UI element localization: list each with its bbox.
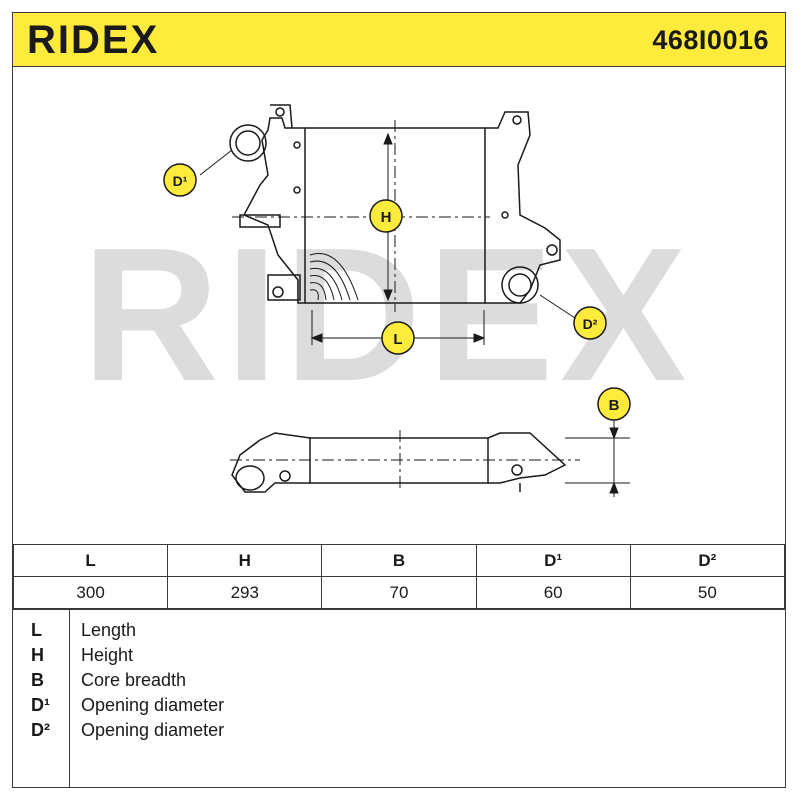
header-b: B [321, 544, 477, 577]
legend-text: Opening diameter [81, 720, 225, 740]
header-d2: D² [629, 544, 786, 577]
value-d2: 50 [629, 576, 786, 609]
value-b: 70 [321, 576, 477, 609]
legend-row: D² Opening diameter [13, 720, 785, 745]
legend-row: L Length [13, 620, 785, 645]
legend-key: H [31, 645, 44, 665]
legend-key: L [31, 620, 42, 640]
dimensions-value-row: 300 293 70 60 50 [12, 576, 786, 609]
legend-row: D¹ Opening diameter [13, 695, 785, 720]
legend-row: B Core breadth [13, 670, 785, 695]
value-h: 293 [167, 576, 323, 609]
legend-key: D² [31, 720, 50, 740]
svg-text:RIDEX: RIDEX [27, 18, 159, 62]
ridex-watermark: RIDEX [82, 232, 693, 387]
legend-text: Length [81, 620, 137, 640]
dimensions-header-row: L H B D¹ D² [12, 544, 786, 577]
header-d1: D¹ [475, 544, 631, 577]
header-h: H [167, 544, 323, 577]
legend-key: D¹ [31, 695, 50, 715]
header-l: L [12, 544, 169, 577]
value-d1: 60 [475, 576, 631, 609]
ridex-logo: RIDEX [27, 18, 159, 62]
part-number: 468I0016 [652, 25, 769, 55]
header-bar: RIDEX 468I0016 [13, 13, 785, 67]
legend: L Length H Height B Core breadth D¹ Open… [13, 609, 785, 788]
page-frame [12, 12, 786, 788]
dimensions-table: L H B D¹ D² 300 293 70 60 50 [12, 544, 786, 609]
legend-text: Height [81, 645, 134, 665]
legend-divider [69, 610, 70, 788]
legend-row: H Height [13, 645, 785, 670]
legend-text: Opening diameter [81, 695, 225, 715]
value-l: 300 [12, 576, 169, 609]
svg-text:RIDEX: RIDEX [82, 232, 693, 387]
legend-key: B [31, 670, 44, 690]
legend-text: Core breadth [81, 670, 187, 690]
